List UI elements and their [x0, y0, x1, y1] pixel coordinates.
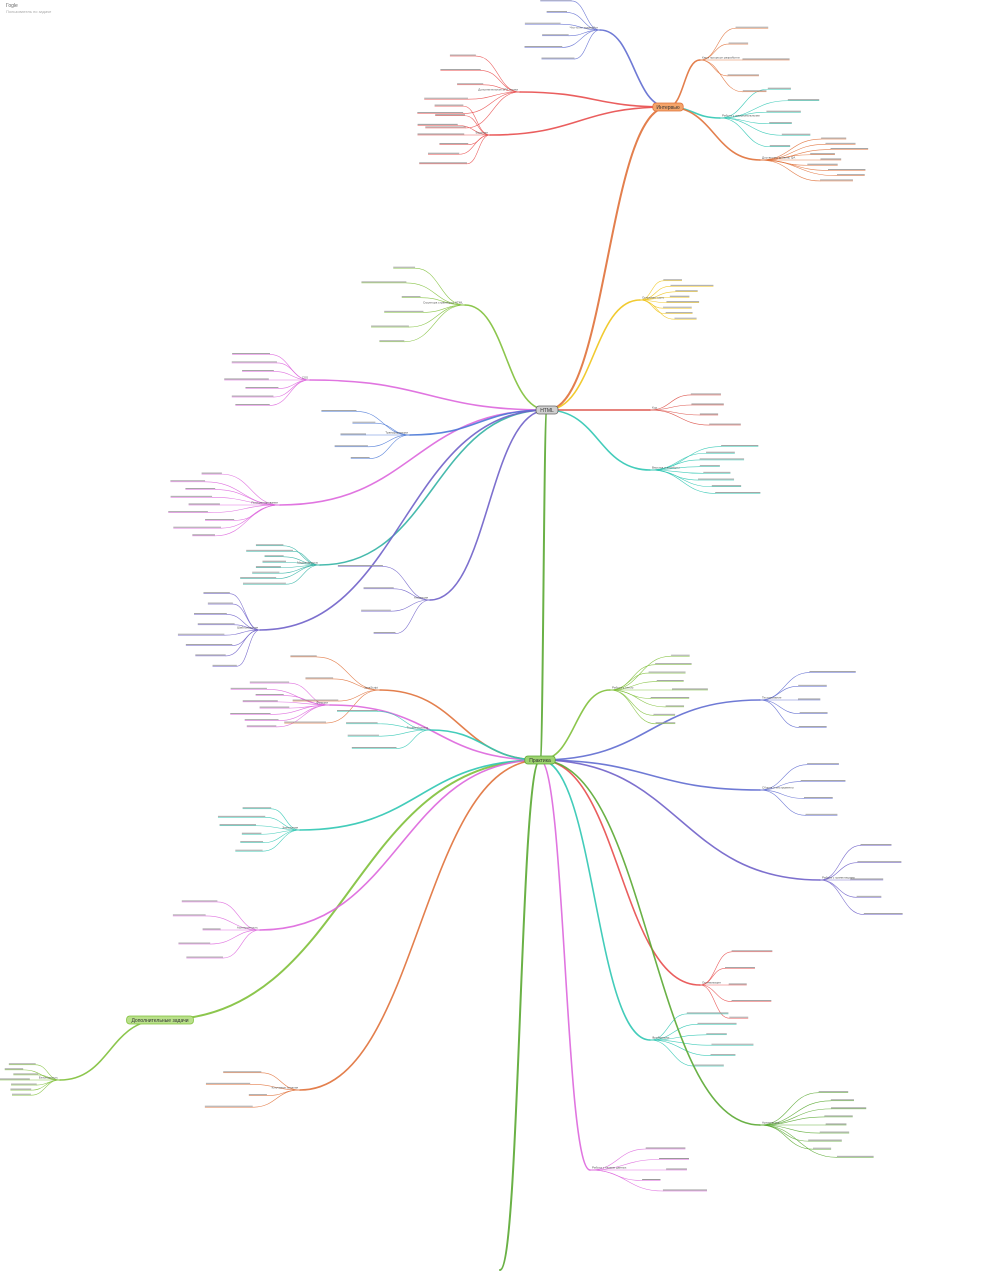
- branch-label[interactable]: Анимация: [414, 596, 428, 600]
- branch-label[interactable]: Дополнительная SPA логики: [478, 88, 518, 92]
- branch-label[interactable]: JavaScript: [364, 686, 378, 690]
- branch-edge: [539, 759, 651, 1041]
- branch-edge: [429, 409, 548, 601]
- branch-label[interactable]: Как в процессе разработки: [702, 56, 740, 60]
- branch-edge: [489, 106, 669, 136]
- branch-label[interactable]: Работа с хранилищами: [822, 876, 855, 880]
- branch-label[interactable]: Функции: [316, 701, 328, 705]
- branch-label[interactable]: Позиционирование: [251, 501, 278, 505]
- branch-edge: [539, 759, 701, 986]
- branch-edge: [667, 59, 701, 108]
- branch-label[interactable]: Сборка и инструменты: [762, 786, 794, 790]
- root-node[interactable]: [535, 405, 559, 415]
- branch-edge: [539, 699, 761, 761]
- branch-edge: [329, 704, 541, 761]
- branch-edge: [539, 759, 821, 881]
- branch-label[interactable]: Трансформации: [385, 431, 408, 435]
- branch-edge: [59, 1019, 161, 1081]
- branch-label[interactable]: Будущее: [476, 131, 489, 135]
- branch-edge: [519, 91, 669, 108]
- root-label: Интервью: [656, 105, 679, 111]
- branch-edge: [546, 299, 641, 411]
- root-node[interactable]: [126, 1015, 194, 1025]
- branch-edge: [546, 409, 651, 471]
- branch-label[interactable]: Тестирование: [762, 696, 782, 700]
- root-label: Дополнительные задачи: [131, 1018, 188, 1024]
- mind-map-edges: [22, 0, 865, 1271]
- branch-label[interactable]: Безопасность: [39, 1076, 59, 1080]
- branch-edge: [319, 409, 548, 566]
- branch-label[interactable]: Шаблонизация: [237, 626, 258, 630]
- branch-label[interactable]: Troubleshooting: [407, 726, 429, 730]
- branch-edge: [539, 759, 761, 1126]
- document-subtitle: Пользователь по задаче: [6, 9, 52, 14]
- document-title: Гоgle: [6, 3, 18, 9]
- branch-edge: [259, 759, 541, 931]
- branch-label[interactable]: Работа с эмоциональными: [722, 114, 760, 118]
- branch-edge: [429, 729, 541, 761]
- branch-edge: [464, 304, 548, 411]
- branch-label[interactable]: Архитектура: [762, 1121, 780, 1125]
- branch-edge: [539, 759, 761, 791]
- branch-edge: [279, 409, 548, 506]
- branch-label[interactable]: Работа с базами данных: [592, 1166, 627, 1170]
- root-node[interactable]: [524, 755, 556, 765]
- branch-edge: [539, 759, 591, 1171]
- branch-label[interactable]: Код: [652, 406, 657, 410]
- root-label: HTML: [540, 408, 554, 414]
- root-node[interactable]: [652, 102, 684, 112]
- branch-label[interactable]: Фреймворки: [652, 1036, 670, 1040]
- branch-label[interactable]: Замыкания: [282, 826, 298, 830]
- branch-label[interactable]: Структура страницы и HTML: [423, 301, 463, 305]
- branch-label[interactable]: Основная часть: [642, 296, 665, 300]
- branch-edge: [379, 689, 541, 761]
- branch-label[interactable]: Оптимизация: [702, 981, 721, 985]
- root-label: Практика: [529, 758, 551, 764]
- branch-edge: [299, 759, 541, 831]
- branch-edge: [259, 409, 548, 631]
- branch-label[interactable]: Медиазапросы: [297, 561, 318, 565]
- branch-label[interactable]: Что-то не задавайте: [570, 26, 599, 30]
- branch-label[interactable]: Верстка и атрибуты: [652, 466, 680, 470]
- branch-edge: [309, 379, 548, 411]
- branch-label[interactable]: Работа с сетью: [612, 686, 634, 690]
- branch-edge: [539, 689, 611, 761]
- branch-label[interactable]: Асинхронность: [237, 926, 259, 930]
- header: Гоgle Пользователь по задаче: [6, 3, 51, 14]
- branch-label[interactable]: CSS: [302, 376, 308, 380]
- branch-label[interactable]: Достаточно уровень QA: [762, 156, 795, 160]
- branch-edge: [599, 29, 669, 108]
- branch-edge: [299, 759, 541, 1091]
- branch-label[interactable]: Ключевые понятия: [272, 1086, 299, 1090]
